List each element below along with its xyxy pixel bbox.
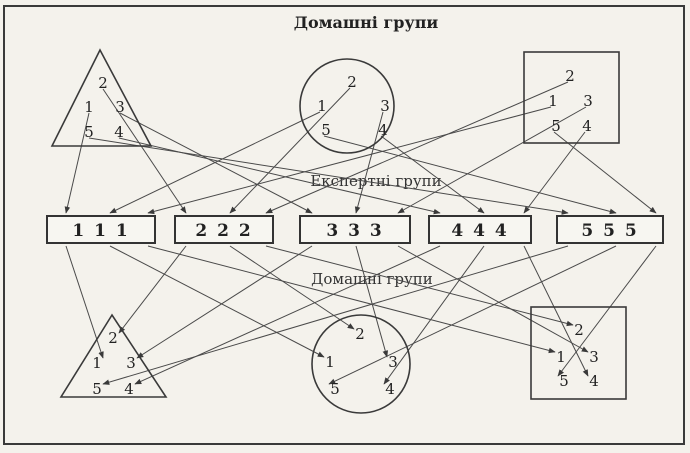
expert-group-label-1: 1 1 1 bbox=[72, 221, 129, 241]
home-group-circle-top bbox=[299, 58, 395, 154]
expert-group-label-4: 4 4 4 bbox=[451, 221, 508, 241]
top-triangle-member-4: 4 bbox=[114, 123, 124, 141]
arrow-bottom-circle-4 bbox=[383, 245, 485, 385]
bottom-triangle-member-5: 5 bbox=[92, 380, 102, 398]
arrows-layer bbox=[64, 81, 657, 385]
bottom-circle-member-2: 2 bbox=[355, 325, 365, 343]
home-group-square-top bbox=[523, 51, 620, 144]
bottom-circle-member-1: 1 bbox=[325, 353, 335, 371]
top-square-member-3: 3 bbox=[583, 92, 593, 110]
arrow-top-circle-1 bbox=[109, 111, 321, 214]
arrow-top-triangle-1 bbox=[64, 112, 90, 214]
arrow-top-triangle-2 bbox=[102, 88, 187, 214]
arrow-bottom-triangle-2 bbox=[118, 245, 187, 334]
top-triangle-member-2: 2 bbox=[98, 74, 108, 92]
bottom-square-member-3: 3 bbox=[589, 348, 599, 366]
arrow-top-triangle-5 bbox=[88, 137, 569, 215]
top-square-member-5: 5 bbox=[551, 117, 561, 135]
arrow-bottom-circle-5 bbox=[328, 245, 617, 385]
bottom-circle-member-3: 3 bbox=[388, 353, 398, 371]
bottom-triangle-member-3: 3 bbox=[126, 354, 136, 372]
expert-group-box-4: 4 4 4 bbox=[428, 215, 532, 244]
arrow-bottom-square-3 bbox=[397, 245, 589, 353]
expert-group-box-5: 5 5 5 bbox=[556, 215, 664, 244]
bottom-square-member-1: 1 bbox=[556, 348, 566, 366]
arrow-bottom-triangle-3 bbox=[136, 245, 313, 359]
arrow-bottom-square-1 bbox=[147, 245, 556, 354]
expert-group-box-1: 1 1 1 bbox=[46, 215, 156, 244]
bottom-square-member-4: 4 bbox=[589, 372, 599, 390]
bottom-circle-member-5: 5 bbox=[330, 380, 340, 398]
bottom-triangle-member-4: 4 bbox=[124, 380, 134, 398]
arrow-top-square-2 bbox=[265, 81, 569, 214]
arrow-top-circle-5 bbox=[323, 135, 617, 215]
arrow-bottom-square-5 bbox=[557, 245, 657, 377]
arrow-top-square-1 bbox=[147, 106, 552, 215]
bottom-triangle-member-2: 2 bbox=[108, 329, 118, 347]
arrow-top-triangle-3 bbox=[119, 112, 313, 214]
arrow-bottom-circle-1 bbox=[109, 245, 325, 358]
expert-group-label-3: 3 3 3 bbox=[326, 221, 383, 241]
expert-group-label-5: 5 5 5 bbox=[581, 221, 638, 241]
arrow-top-triangle-4 bbox=[118, 137, 441, 215]
top-square-member-2: 2 bbox=[565, 67, 575, 85]
heading-home-groups-bottom: Домашні групи bbox=[311, 270, 433, 288]
outer-frame bbox=[3, 5, 685, 445]
home-group-triangle-bottom bbox=[59, 313, 168, 398]
heading-expert-groups: Експертні групи bbox=[310, 172, 441, 190]
home-group-square-bottom bbox=[530, 306, 627, 400]
bottom-triangle-member-1: 1 bbox=[92, 354, 102, 372]
expert-group-label-2: 2 2 2 bbox=[195, 221, 252, 241]
home-group-triangle-top bbox=[50, 48, 153, 147]
top-triangle-member-1: 1 bbox=[84, 98, 94, 116]
arrow-top-square-5 bbox=[553, 131, 657, 214]
arrow-bottom-circle-2 bbox=[229, 245, 355, 330]
expert-group-box-3: 3 3 3 bbox=[299, 215, 411, 244]
top-circle-member-5: 5 bbox=[321, 121, 331, 139]
arrow-bottom-triangle-1 bbox=[65, 245, 104, 359]
arrow-bottom-square-4 bbox=[523, 245, 589, 377]
top-square-member-4: 4 bbox=[582, 117, 592, 135]
arrow-top-circle-3 bbox=[354, 111, 384, 214]
bottom-square-member-2: 2 bbox=[574, 321, 584, 339]
heading-home-groups-top: Домашні групи bbox=[294, 13, 439, 32]
home-group-circle-bottom bbox=[311, 314, 411, 414]
arrow-bottom-triangle-5 bbox=[102, 245, 569, 385]
expert-group-box-2: 2 2 2 bbox=[174, 215, 274, 244]
top-square-member-1: 1 bbox=[548, 92, 558, 110]
arrow-bottom-square-2 bbox=[265, 245, 574, 327]
arrow-bottom-circle-3 bbox=[355, 245, 389, 358]
top-circle-member-3: 3 bbox=[380, 97, 390, 115]
top-circle-member-2: 2 bbox=[347, 73, 357, 91]
bottom-circle-member-4: 4 bbox=[385, 380, 395, 398]
arrow-top-circle-4 bbox=[380, 135, 485, 214]
top-circle-member-4: 4 bbox=[378, 121, 388, 139]
top-triangle-member-3: 3 bbox=[115, 98, 125, 116]
top-triangle-member-5: 5 bbox=[84, 123, 94, 141]
arrow-top-square-3 bbox=[397, 106, 587, 214]
arrow-bottom-triangle-4 bbox=[134, 245, 441, 385]
bottom-square-member-5: 5 bbox=[559, 372, 569, 390]
top-circle-member-1: 1 bbox=[317, 97, 327, 115]
arrow-top-square-4 bbox=[523, 131, 586, 214]
arrow-top-circle-2 bbox=[229, 87, 351, 214]
